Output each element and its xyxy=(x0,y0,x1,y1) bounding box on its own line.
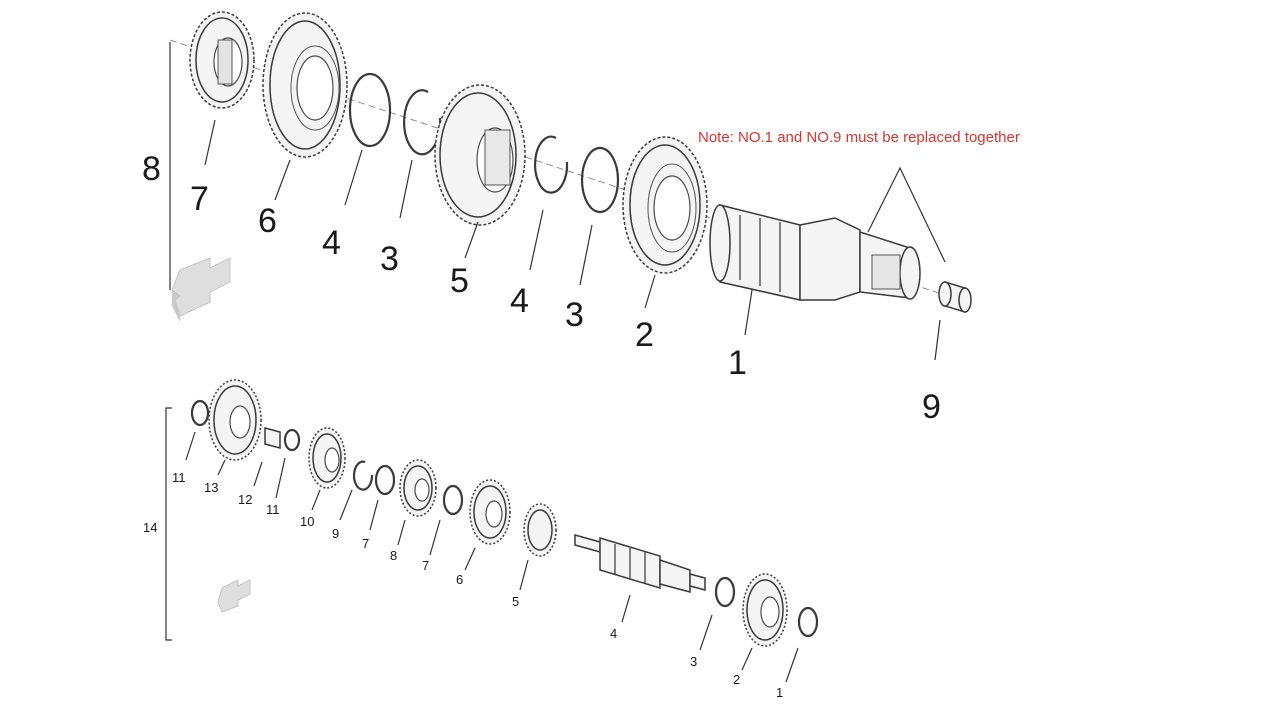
direction-arrow-lower xyxy=(217,579,251,613)
callout-lower-12: 12 xyxy=(238,492,252,507)
lower-leader-lines xyxy=(185,431,799,683)
callout-lower-1: 1 xyxy=(776,685,783,700)
callout-lower-13: 13 xyxy=(204,480,218,495)
washer-3-lower xyxy=(714,576,736,608)
callout-upper-7: 7 xyxy=(190,180,209,218)
circlip-9 xyxy=(352,460,374,491)
callout-lower-9: 9 xyxy=(332,526,339,541)
washer-11a xyxy=(190,399,210,427)
washer-7a xyxy=(374,464,396,496)
callout-upper-2: 2 xyxy=(635,316,654,354)
gear-5 xyxy=(434,84,526,226)
upper-assembly: 8 xyxy=(142,11,1020,426)
callout-lower-5: 5 xyxy=(512,594,519,609)
gear-10 xyxy=(308,427,346,489)
gear-7 xyxy=(189,11,255,109)
group-bracket-14 xyxy=(165,407,172,641)
upper-leader-lines xyxy=(204,119,946,361)
gear-2 xyxy=(622,136,708,274)
circlip-4b xyxy=(533,135,569,194)
needle-bearing-12 xyxy=(264,427,281,449)
callout-upper-3b: 3 xyxy=(565,296,584,334)
shaft-4 xyxy=(574,534,706,593)
washer-11b xyxy=(283,428,301,452)
callout-lower-7a: 7 xyxy=(362,536,369,551)
gear-6 xyxy=(262,12,348,158)
gear-8 xyxy=(399,459,437,517)
callout-upper-6: 6 xyxy=(258,202,277,240)
lower-assembly: 14 xyxy=(143,379,819,700)
callout-lower-8: 8 xyxy=(390,548,397,563)
callout-lower-10: 10 xyxy=(300,514,314,529)
gear-6-lower xyxy=(469,479,511,545)
callout-upper-4a: 4 xyxy=(322,224,341,262)
callout-upper-5: 5 xyxy=(450,262,469,300)
callout-lower-2: 2 xyxy=(733,672,740,687)
callout-upper-4b: 4 xyxy=(510,282,529,320)
callout-lower-7b: 7 xyxy=(422,558,429,573)
needle-bearing-9 xyxy=(938,280,972,314)
shaft-1 xyxy=(709,204,921,301)
replacement-note: Note: NO.1 and NO.9 must be replaced tog… xyxy=(698,129,1020,146)
group-label-14: 14 xyxy=(143,520,157,535)
callout-lower-11b: 11 xyxy=(266,502,280,517)
direction-arrow-upper xyxy=(171,257,231,322)
gear-2-lower xyxy=(742,573,788,647)
gear-13 xyxy=(208,379,262,461)
callout-lower-11a: 11 xyxy=(172,470,186,485)
washer-3b xyxy=(580,146,620,214)
callout-lower-3: 3 xyxy=(690,654,697,669)
washer-1-lower xyxy=(797,606,819,638)
callout-upper-1: 1 xyxy=(728,344,747,382)
washer-4a xyxy=(348,72,392,148)
callout-upper-9: 9 xyxy=(922,388,941,426)
callout-lower-4: 4 xyxy=(610,626,617,641)
gear-5-lower xyxy=(523,503,557,557)
callout-lower-6: 6 xyxy=(456,572,463,587)
group-label-8: 8 xyxy=(142,150,161,188)
washer-7b xyxy=(442,484,464,516)
callout-upper-3a: 3 xyxy=(380,240,399,278)
